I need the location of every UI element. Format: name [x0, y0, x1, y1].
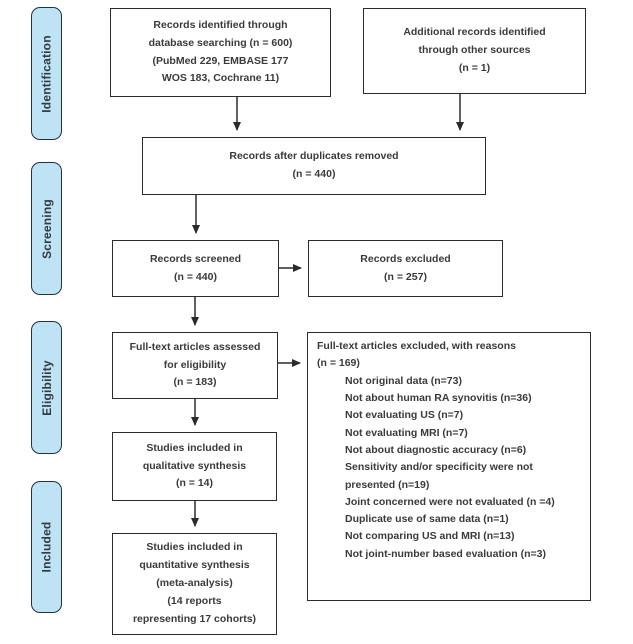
box-text-line: (PubMed 229, EMBASE 177 — [152, 54, 289, 67]
box-qualitative-synthesis: Studies included in qualitative synthesi… — [112, 432, 277, 501]
box-text-line: Additional records identified — [403, 26, 546, 39]
box-text-line: (14 reports — [167, 594, 222, 607]
box-fulltext-assessed: Full-text articles assessed for eligibil… — [112, 332, 278, 399]
stage-eligibility: Eligibility — [31, 321, 62, 454]
exclusion-reason: Sensitivity and/or specificity were not … — [345, 461, 533, 491]
exclusion-reason: Not about diagnostic accuracy (n=6) — [345, 443, 527, 456]
exclusion-reason: Joint concerned were not evaluated (n =4… — [345, 495, 555, 508]
box-text-line: Records after duplicates removed — [229, 150, 399, 163]
box-text-line: Records identified through — [153, 18, 288, 31]
box-quantitative-synthesis: Studies included in quantitative synthes… — [112, 533, 277, 635]
box-after-duplicates: Records after duplicates removed (n = 44… — [142, 137, 486, 195]
box-text-line: (n = 257) — [384, 270, 427, 283]
box-text-line: representing 17 cohorts) — [132, 612, 257, 625]
exclusion-reason: Not about human RA synovitis (n=36) — [345, 391, 532, 404]
box-text-line: database searching (n = 600) — [148, 36, 293, 49]
exclusion-title: Full-text articles excluded, with reason… — [317, 340, 516, 352]
stage-label: Included — [39, 521, 54, 573]
box-text-line: Studies included in — [146, 441, 243, 454]
box-records-excluded: Records excluded (n = 257) — [308, 240, 503, 297]
box-text-line: (n = 440) — [174, 270, 217, 283]
box-text-line: (meta-analysis) — [156, 577, 233, 590]
box-text-line: quantitative synthesis — [139, 559, 250, 572]
box-text-line: WOS 183, Cochrane 11) — [161, 72, 280, 85]
box-text-line: through other sources — [418, 44, 531, 57]
box-text-line: (n = 440) — [292, 168, 336, 180]
exclusion-reason: Not evaluating MRI (n=7) — [345, 426, 468, 439]
stage-screening: Screening — [31, 162, 62, 295]
stage-included: Included — [31, 481, 62, 613]
exclusion-reason: Not comparing US and MRI (n=13) — [345, 530, 515, 543]
exclusion-reason: Not original data (n=73) — [345, 374, 462, 387]
stage-label: Identification — [39, 34, 54, 113]
box-text-line: (n = 183) — [173, 376, 217, 389]
box-text-line: Full-text articles assessed — [129, 340, 261, 353]
box-fulltext-excluded: Full-text articles excluded, with reason… — [307, 332, 591, 601]
box-text-line: Records screened — [149, 252, 242, 265]
exclusion-reason: Duplicate use of same data (n=1) — [345, 513, 509, 526]
box-additional-records: Additional records identified through ot… — [363, 8, 586, 94]
exclusion-count: (n = 169) — [317, 357, 360, 370]
box-text-line: (n = 1) — [458, 61, 491, 74]
box-text-line: for eligibility — [163, 358, 227, 371]
box-records-screened: Records screened (n = 440) — [112, 240, 279, 297]
stage-identification: Identification — [31, 7, 62, 140]
stage-label: Screening — [39, 198, 54, 259]
exclusion-reason: Not joint-number based evaluation (n=3) — [345, 547, 546, 560]
box-text-line: (n = 14) — [175, 477, 214, 490]
box-text-line: Studies included in — [146, 541, 243, 554]
stage-label: Eligibility — [39, 359, 54, 416]
exclusion-reason: Not evaluating US (n=7) — [345, 409, 464, 422]
box-text-line: Records excluded — [360, 252, 451, 265]
box-records-identified: Records identified through database sear… — [110, 8, 331, 97]
box-text-line: qualitative synthesis — [142, 459, 247, 472]
